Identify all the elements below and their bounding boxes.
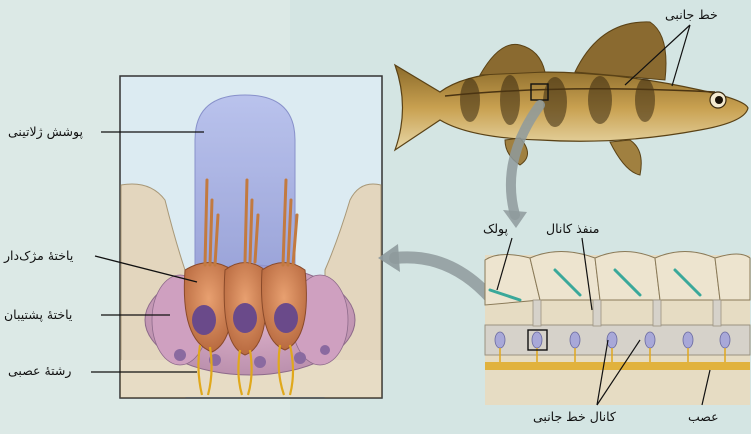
label-supporting-cell: یاختهٔ پشتیبان	[4, 308, 72, 322]
neuromast-panel	[120, 76, 382, 398]
label-lateral-line: خط جانبی	[665, 8, 718, 22]
label-scale: پولک	[483, 222, 508, 236]
label-canal-opening: منفذ کانال	[546, 222, 599, 236]
label-nerve: عصب	[688, 410, 719, 424]
hair-cells	[184, 263, 306, 356]
canal-cross-section	[485, 252, 750, 406]
fish-illustration	[395, 22, 748, 175]
label-lateral-line-canal: کانال خط جانبی	[533, 410, 616, 424]
label-hair-cell: یاختهٔ مژک‌دار	[4, 249, 73, 263]
label-nerve-fiber: رشتهٔ عصبی	[8, 364, 71, 378]
label-gelatinous-cover: پوشش ژلاتینی	[8, 125, 83, 139]
